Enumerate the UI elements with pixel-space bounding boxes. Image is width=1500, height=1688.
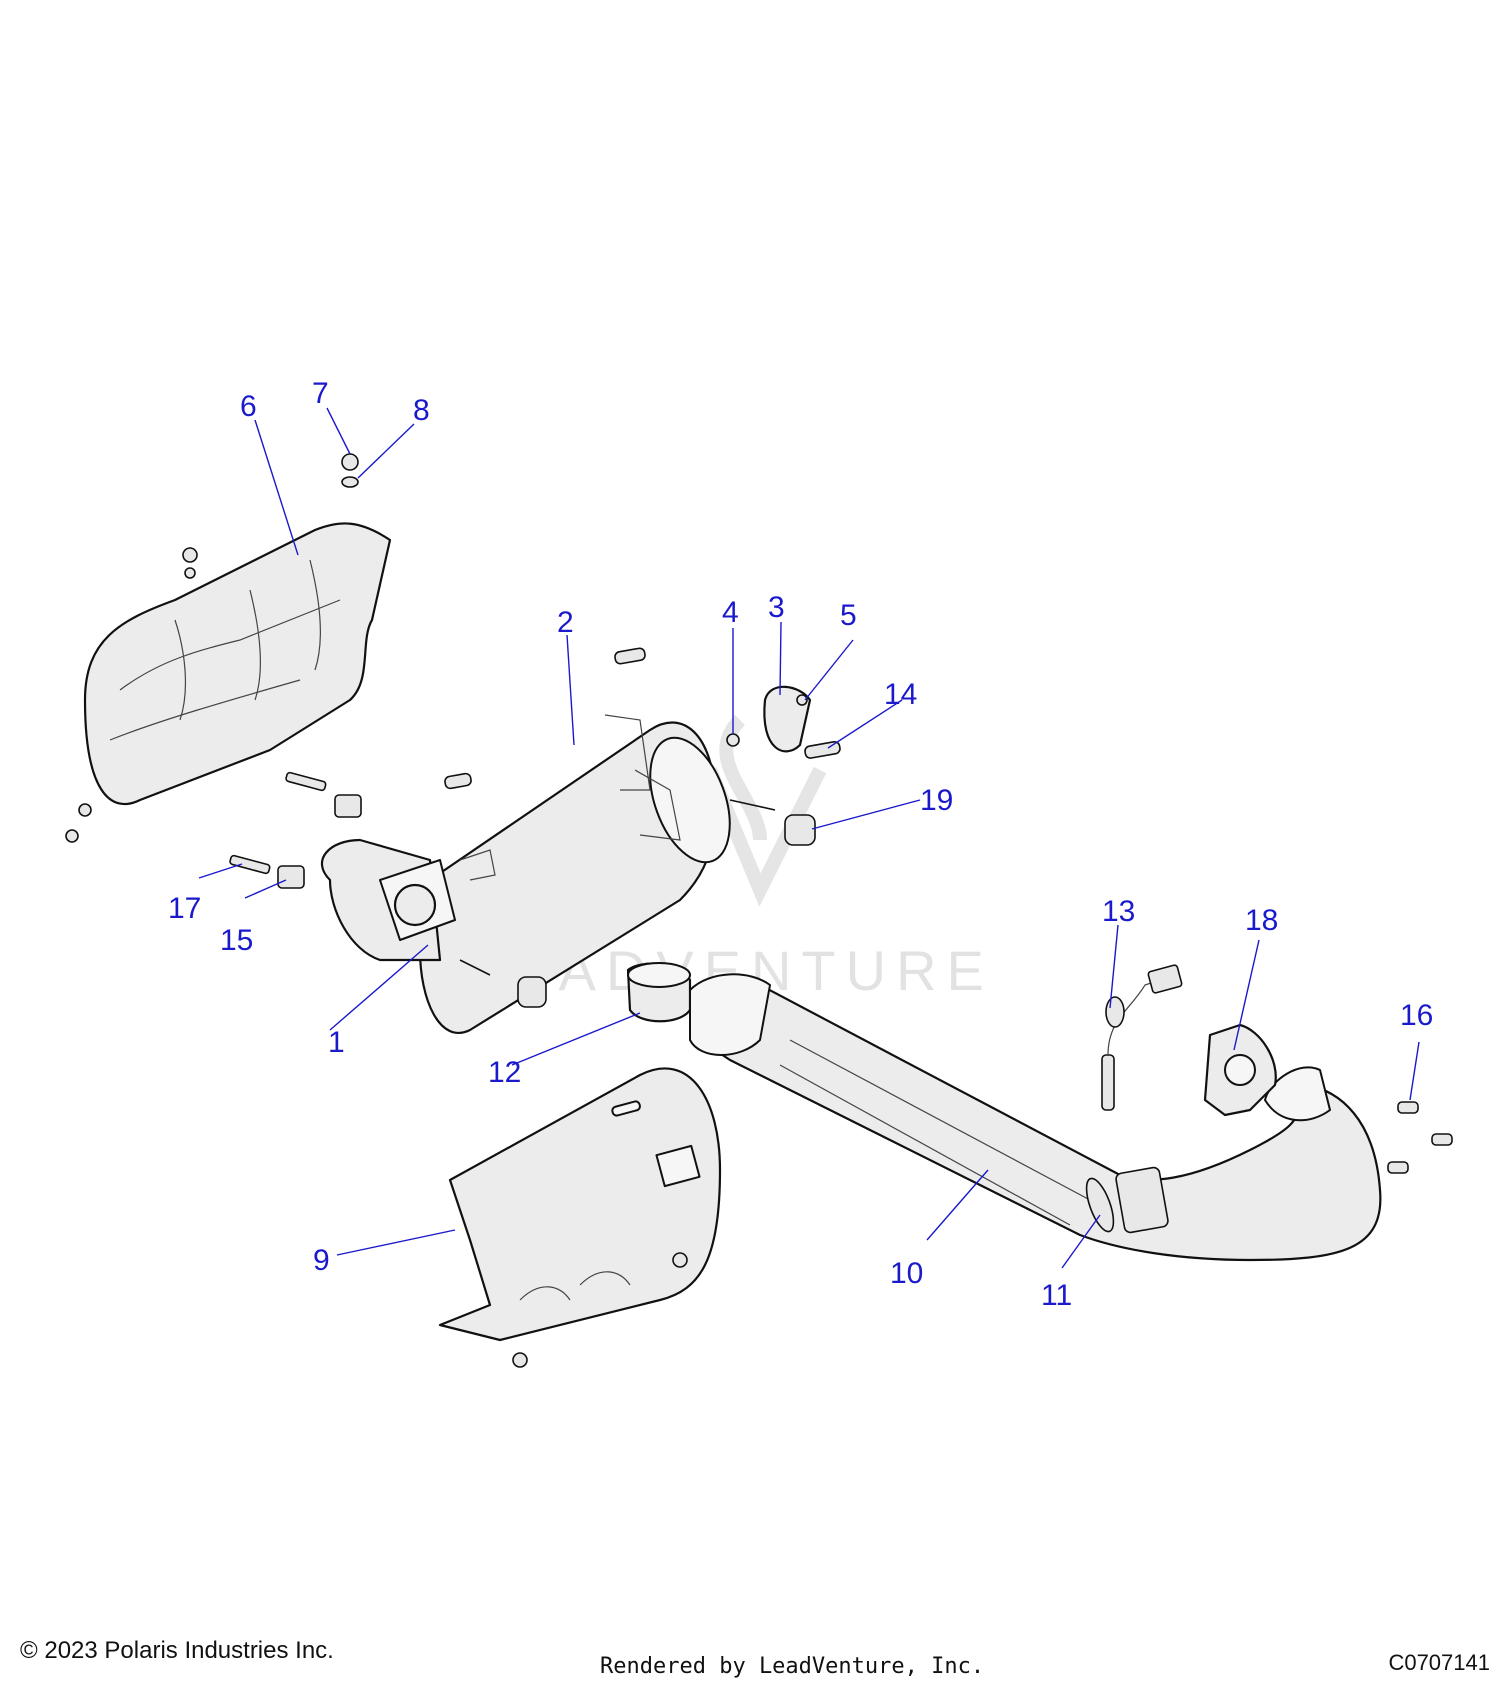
rendered-by-credit: Rendered by LeadVenture, Inc. <box>600 1654 985 1679</box>
callout-15[interactable]: 15 <box>220 924 253 957</box>
callout-13[interactable]: 13 <box>1102 895 1135 928</box>
spring-15[interactable] <box>277 794 362 889</box>
callout-5[interactable]: 5 <box>840 599 857 632</box>
copyright-notice: © 2023 Polaris Industries Inc. <box>20 1637 334 1664</box>
shield-washer-8[interactable] <box>341 476 359 488</box>
upper-heat-shield[interactable] <box>65 522 392 843</box>
cap-screw-5[interactable] <box>796 694 808 706</box>
grommet-19[interactable] <box>784 814 816 846</box>
callout-7[interactable]: 7 <box>312 377 329 410</box>
pipe-clamp-11[interactable] <box>1081 1175 1119 1234</box>
callout-11[interactable]: 11 <box>1041 1279 1072 1312</box>
lower-heat-shield[interactable] <box>438 1067 722 1368</box>
cap-screw-4[interactable] <box>726 733 740 747</box>
callout-18[interactable]: 18 <box>1245 904 1278 937</box>
shield-bolt-7[interactable] <box>341 453 359 471</box>
head-pipe[interactable] <box>688 973 1382 1262</box>
flange-bolt-16[interactable] <box>1387 1101 1453 1174</box>
callout-12[interactable]: 12 <box>488 1056 521 1089</box>
oxygen-sensor[interactable] <box>1101 964 1183 1111</box>
callout-4[interactable]: 4 <box>722 596 739 629</box>
grommet-lower[interactable] <box>517 976 547 1008</box>
muffler[interactable] <box>320 714 776 1034</box>
exhaust-gasket-ring-12[interactable] <box>626 962 692 1023</box>
callout-14[interactable]: 14 <box>884 678 917 711</box>
leader-lines <box>198 407 1420 1269</box>
callout-8[interactable]: 8 <box>413 394 430 427</box>
callouts: 1 2 3 4 5 6 7 8 9 10 11 12 13 14 15 16 1… <box>168 377 1433 1312</box>
muffler-spring-top[interactable] <box>614 647 646 665</box>
callout-9[interactable]: 9 <box>313 1244 330 1277</box>
callout-19[interactable]: 19 <box>920 784 953 817</box>
callout-6[interactable]: 6 <box>240 390 257 423</box>
callout-1[interactable]: 1 <box>328 1026 345 1059</box>
muffler-spring-side[interactable] <box>444 772 472 790</box>
diagram-code: C0707141 <box>1388 1650 1490 1675</box>
callout-2[interactable]: 2 <box>557 606 574 639</box>
callout-10[interactable]: 10 <box>890 1257 923 1290</box>
callout-17[interactable]: 17 <box>168 892 201 925</box>
mounting-bolt-17[interactable] <box>229 771 327 875</box>
callout-16[interactable]: 16 <box>1400 999 1433 1032</box>
callout-3[interactable]: 3 <box>768 591 785 624</box>
flange-gasket[interactable] <box>1203 1023 1277 1117</box>
